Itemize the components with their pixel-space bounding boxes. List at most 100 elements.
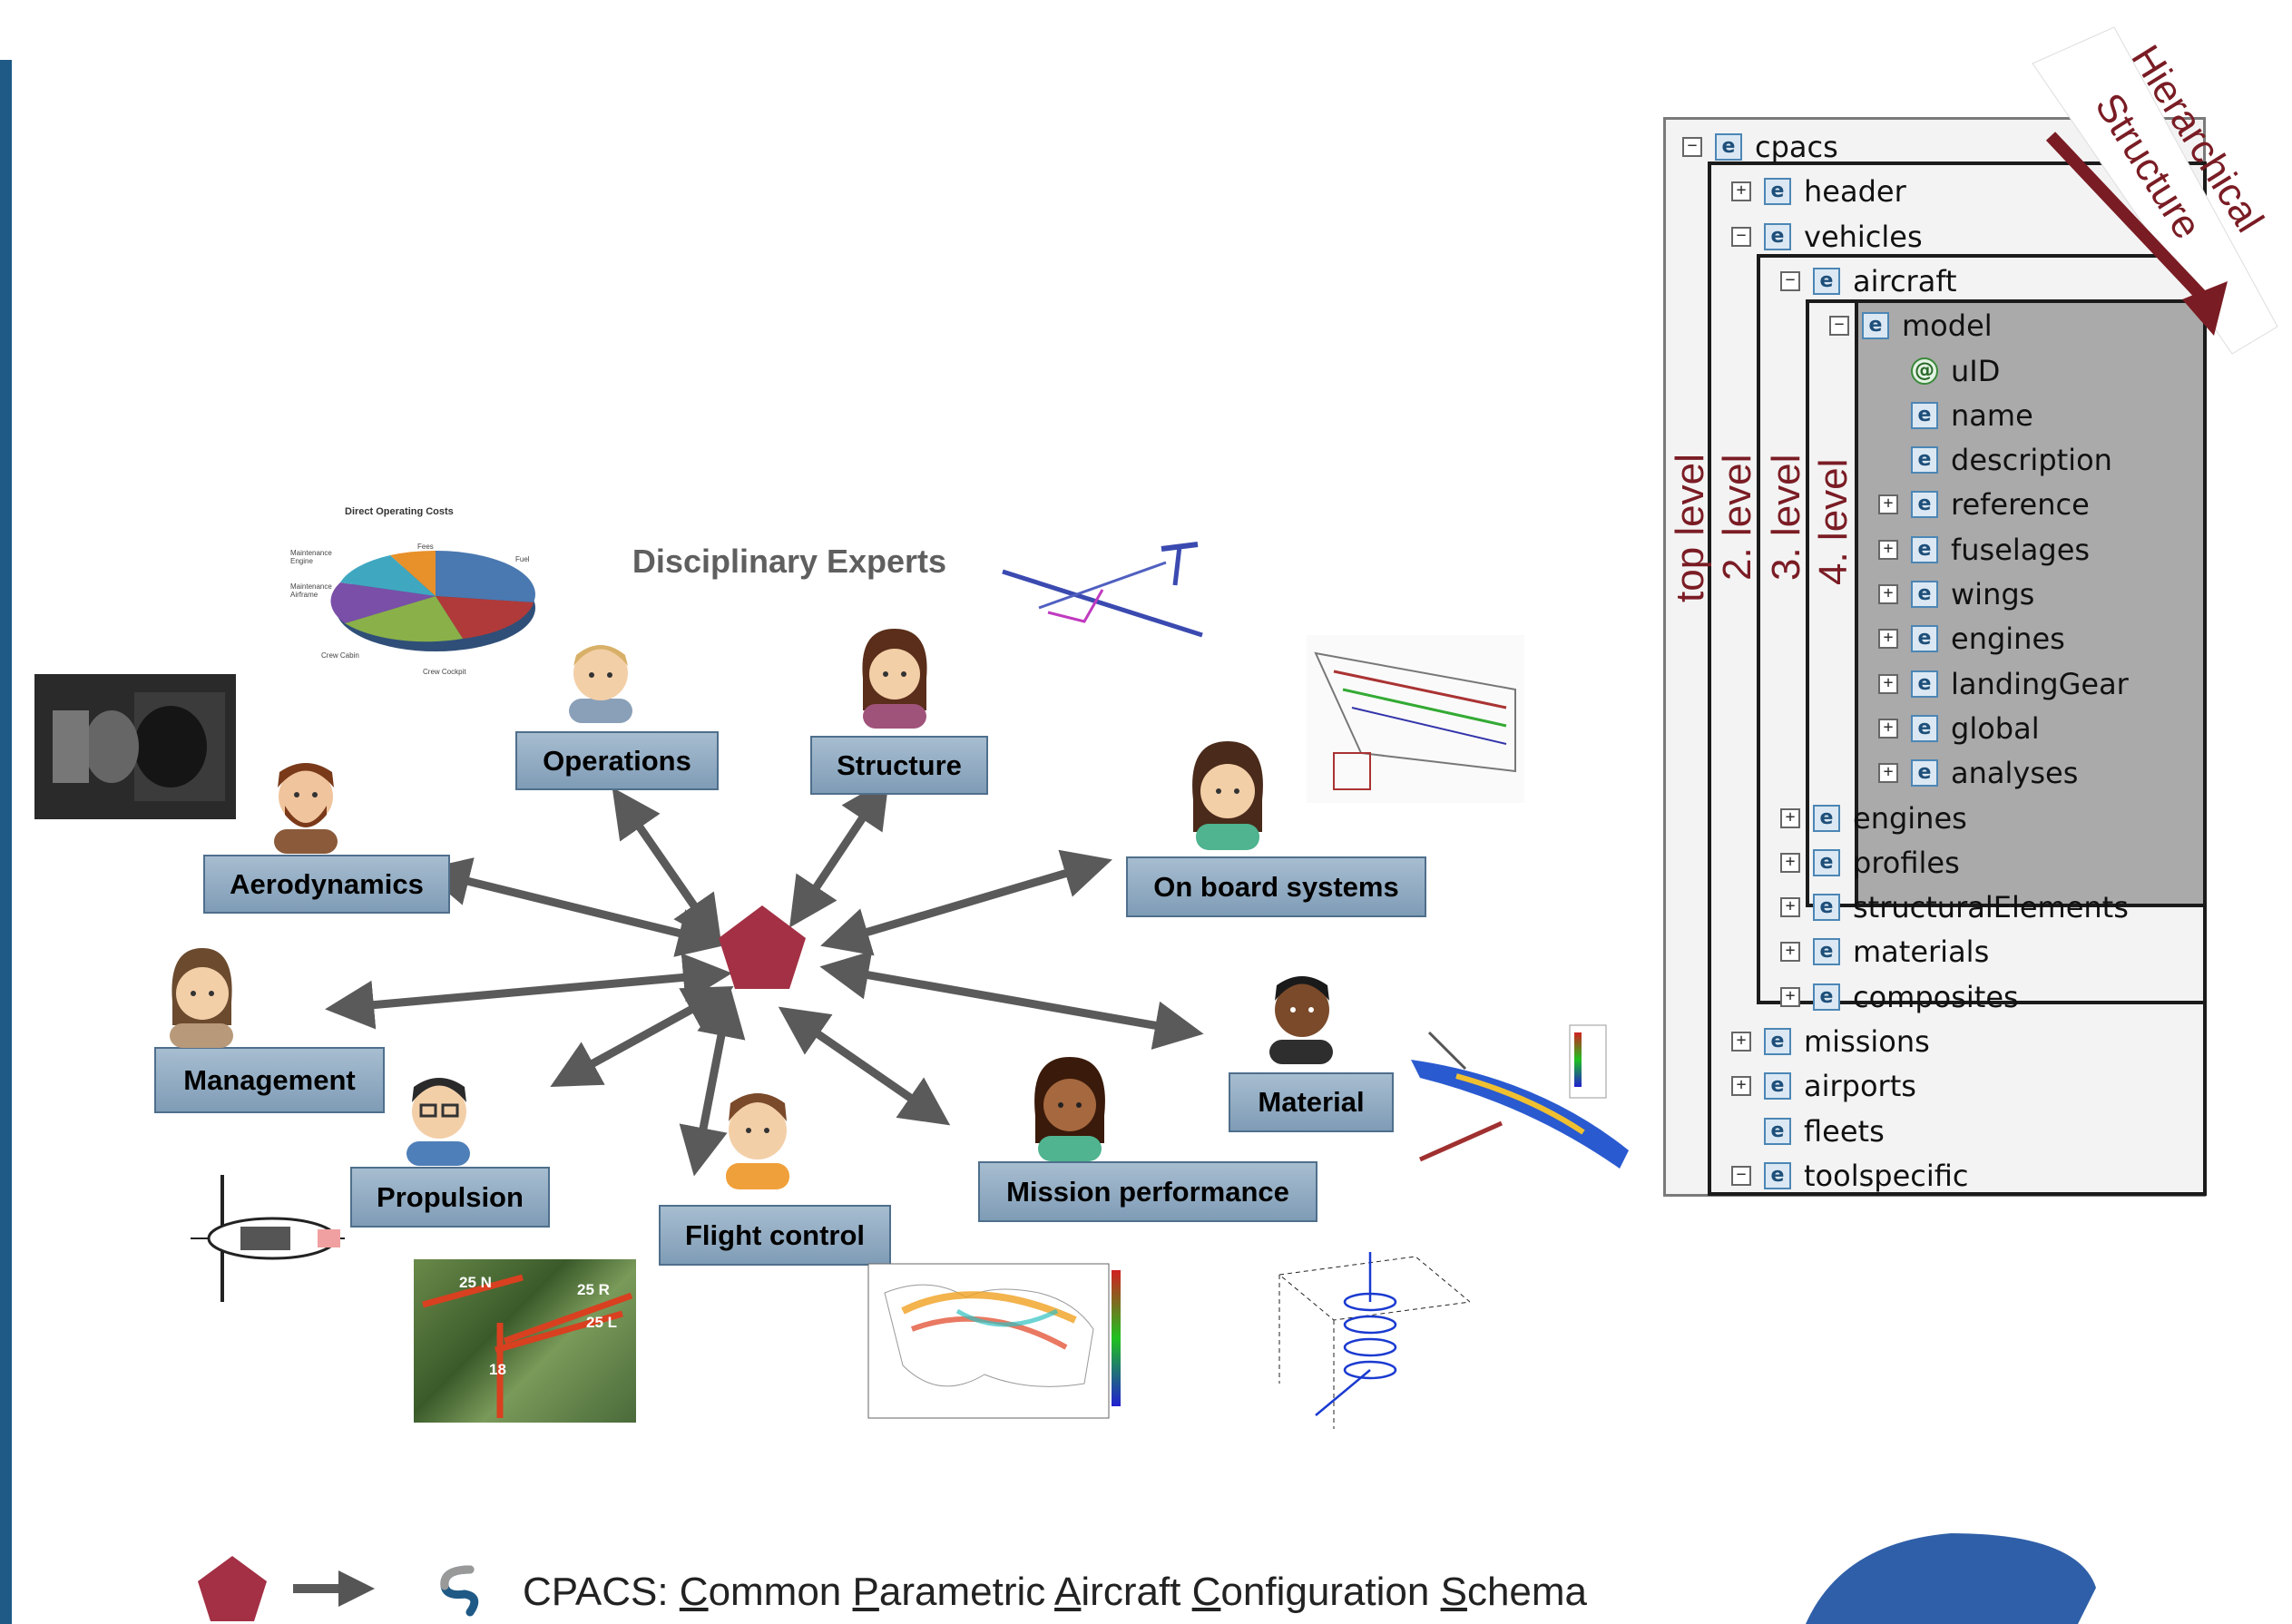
pie-chart-thumbnail: Direct Operating Costs Fees Fuel Crew Co…	[290, 501, 544, 678]
collapse-icon[interactable]: −	[1829, 316, 1849, 337]
element-icon: e	[1764, 1028, 1791, 1055]
tree-node[interactable]: @uID	[1878, 353, 2000, 389]
element-icon: e	[1715, 133, 1742, 161]
avatar-mission	[1034, 1057, 1105, 1161]
legend-caption: CPACS: Common Parametric Aircraft Config…	[523, 1570, 1587, 1615]
expand-icon[interactable]: +	[1878, 718, 1898, 739]
aircraft-fem-thumbnail	[1411, 1024, 1629, 1169]
pie-label-fuel: Fuel	[515, 555, 530, 563]
tree-node[interactable]: + e engines	[1780, 800, 1967, 836]
toggle-spacer	[1878, 450, 1898, 470]
expand-icon[interactable]: +	[1731, 1032, 1751, 1052]
tree-node-label: engines	[1853, 800, 1967, 836]
runway-label-25r: 25 R	[577, 1281, 610, 1298]
collapse-icon[interactable]: −	[1780, 270, 1800, 291]
element-icon: e	[1911, 670, 1938, 698]
element-icon: e	[1911, 535, 1938, 563]
element-icon: e	[1911, 759, 1938, 788]
expand-icon[interactable]: +	[1878, 539, 1898, 560]
expand-icon[interactable]: +	[1731, 181, 1751, 202]
element-icon: e	[1813, 938, 1840, 966]
systems-drawing-thumbnail	[1307, 635, 1524, 803]
collapse-icon[interactable]: −	[1682, 137, 1702, 157]
tree-node[interactable]: + e missions	[1731, 1023, 1930, 1060]
avatar-propulsion	[406, 1078, 470, 1166]
tree-node[interactable]: + e reference	[1878, 486, 2090, 523]
tree-node-label: fleets	[1804, 1113, 1885, 1149]
legend-prefix: CPACS:	[523, 1570, 680, 1614]
tree-node-label: missions	[1804, 1024, 1930, 1059]
discipline-operations: Operations	[515, 731, 719, 790]
expand-icon[interactable]: +	[1878, 494, 1898, 515]
legend-initial: C	[1191, 1570, 1221, 1614]
element-icon: e	[1813, 804, 1840, 832]
tree-node-label: landingGear	[1951, 666, 2129, 701]
runway-label-18: 18	[489, 1361, 506, 1378]
legend-word-rest: arametric	[878, 1570, 1055, 1614]
tree-node[interactable]: + e fuselages	[1878, 532, 2090, 568]
arrow-structure	[789, 778, 889, 928]
expand-icon[interactable]: +	[1878, 763, 1898, 784]
tree-node-label: toolspecific	[1804, 1158, 1969, 1193]
arrow-operations	[612, 787, 722, 946]
engine-photo-thumbnail	[34, 674, 236, 819]
avatar-operations	[569, 645, 632, 723]
pie-label-maint-airframe: Maintenance Airframe	[290, 582, 332, 599]
collapse-icon[interactable]: −	[1731, 226, 1751, 247]
avatar-management	[170, 948, 233, 1048]
element-icon: e	[1862, 312, 1889, 340]
expand-icon[interactable]: +	[1780, 807, 1800, 828]
expand-icon[interactable]: +	[1878, 673, 1898, 694]
tree-node[interactable]: e description	[1878, 442, 2112, 478]
expand-icon[interactable]: +	[1878, 629, 1898, 650]
expand-icon[interactable]: +	[1780, 852, 1800, 873]
element-icon: e	[1911, 491, 1938, 519]
legend-words: Common Parametric Aircraft Configuration…	[680, 1570, 1587, 1614]
pie-label-crew-cockpit: Crew Cockpit	[423, 668, 466, 676]
expand-icon[interactable]: +	[1731, 1076, 1751, 1097]
legend-word-rest: onfiguration	[1220, 1570, 1441, 1614]
legend-word-rest: ommon	[708, 1570, 853, 1614]
level-label-3: 3. level	[1764, 454, 1808, 581]
element-icon: e	[1764, 178, 1791, 206]
tree-node-label: description	[1951, 443, 2112, 478]
collapse-icon[interactable]: −	[1731, 1165, 1751, 1186]
tree-node[interactable]: + e landingGear	[1878, 666, 2129, 702]
tree-node-label: fuselages	[1951, 532, 2091, 567]
glider-sketch-thumbnail	[1002, 542, 1203, 638]
propeller-engine-thumbnail	[191, 1175, 345, 1302]
expand-icon[interactable]: +	[1878, 584, 1898, 604]
element-icon: e	[1911, 446, 1938, 474]
left-accent-bar	[0, 60, 12, 1624]
avatar-flightcontrol	[726, 1093, 789, 1189]
expand-icon[interactable]: +	[1780, 986, 1800, 1007]
expand-icon[interactable]: +	[1780, 942, 1800, 963]
level-label-4: 4. level	[1811, 458, 1856, 585]
cpacs-logo-icon	[439, 1565, 483, 1617]
tree-node-label: aircraft	[1853, 263, 1957, 298]
tree-node-label: reference	[1951, 487, 2090, 523]
legend-symbols	[198, 1556, 483, 1621]
arrow-onboard	[820, 849, 1112, 956]
level-label-top: top level	[1668, 454, 1712, 602]
expand-icon[interactable]: +	[1780, 897, 1800, 918]
